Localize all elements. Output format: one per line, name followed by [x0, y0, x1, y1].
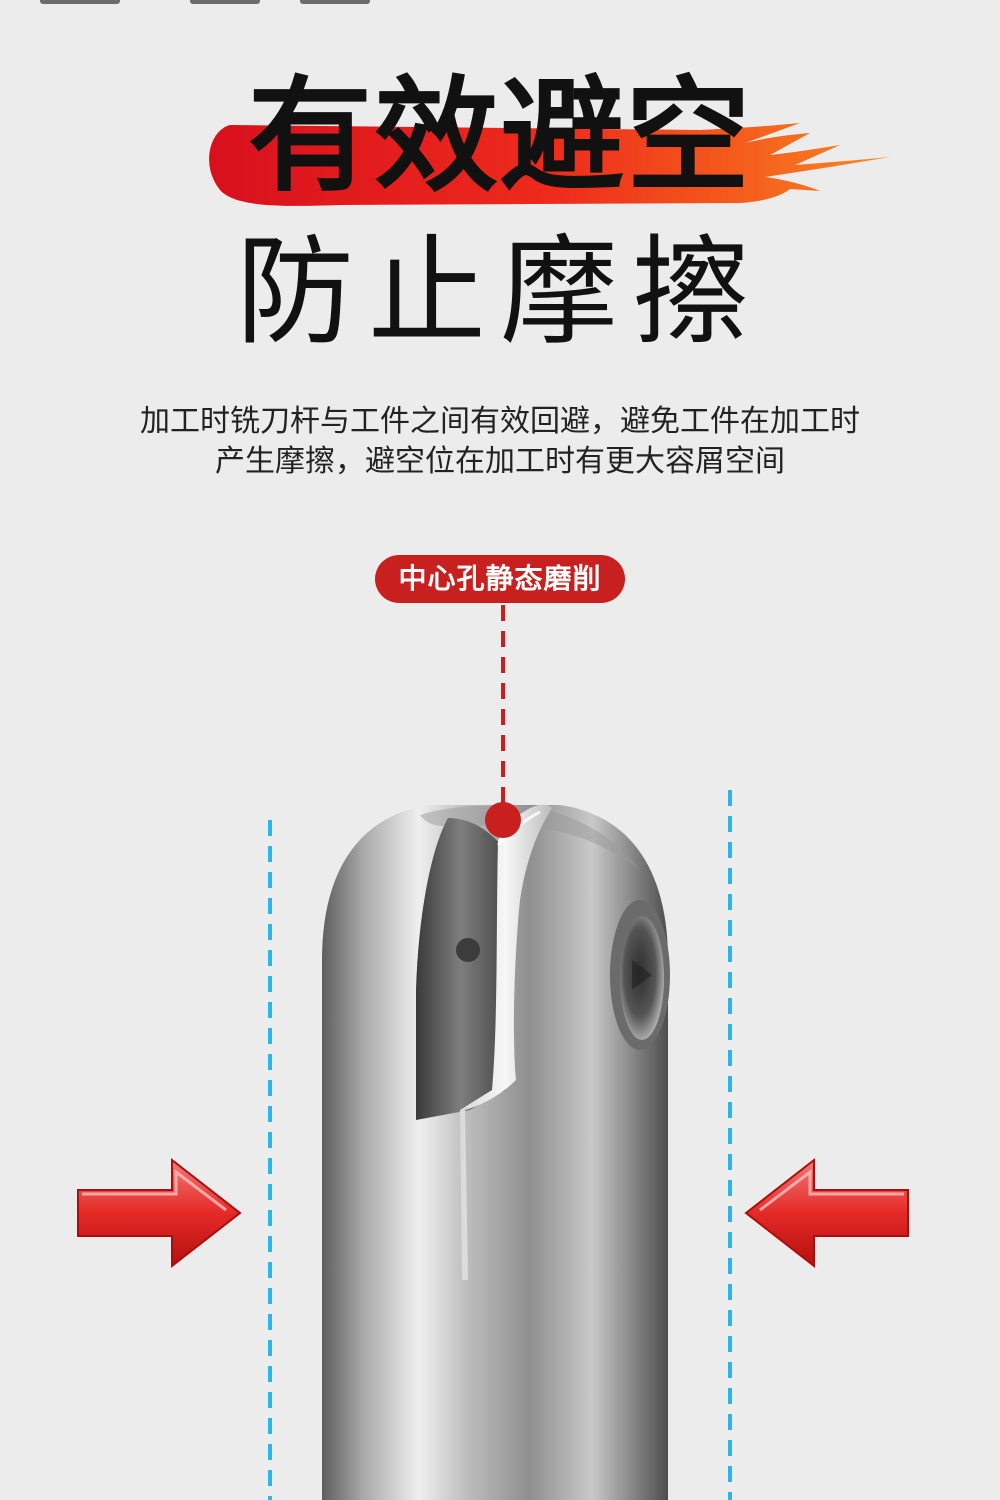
description-line-2: 产生摩擦，避空位在加工时有更大容屑空间	[215, 444, 785, 479]
callout-dot-icon	[485, 802, 521, 838]
tool-shank	[322, 805, 668, 1500]
description-line-1: 加工时铣刀杆与工件之间有效回避，避免工件在加工时	[140, 404, 860, 439]
cutting-insert	[416, 804, 552, 1280]
screw-hole-icon	[610, 900, 670, 1050]
top-edge-strip	[0, 0, 1000, 6]
arrow-right-icon	[77, 1157, 242, 1269]
arrow-left-icon	[744, 1157, 909, 1269]
headline-primary: 有效避空	[247, 65, 752, 209]
callout-badge: 中心孔静态磨削	[375, 555, 625, 603]
headline-secondary: 防止摩擦	[235, 223, 764, 361]
flame-swoosh-icon	[209, 123, 891, 206]
